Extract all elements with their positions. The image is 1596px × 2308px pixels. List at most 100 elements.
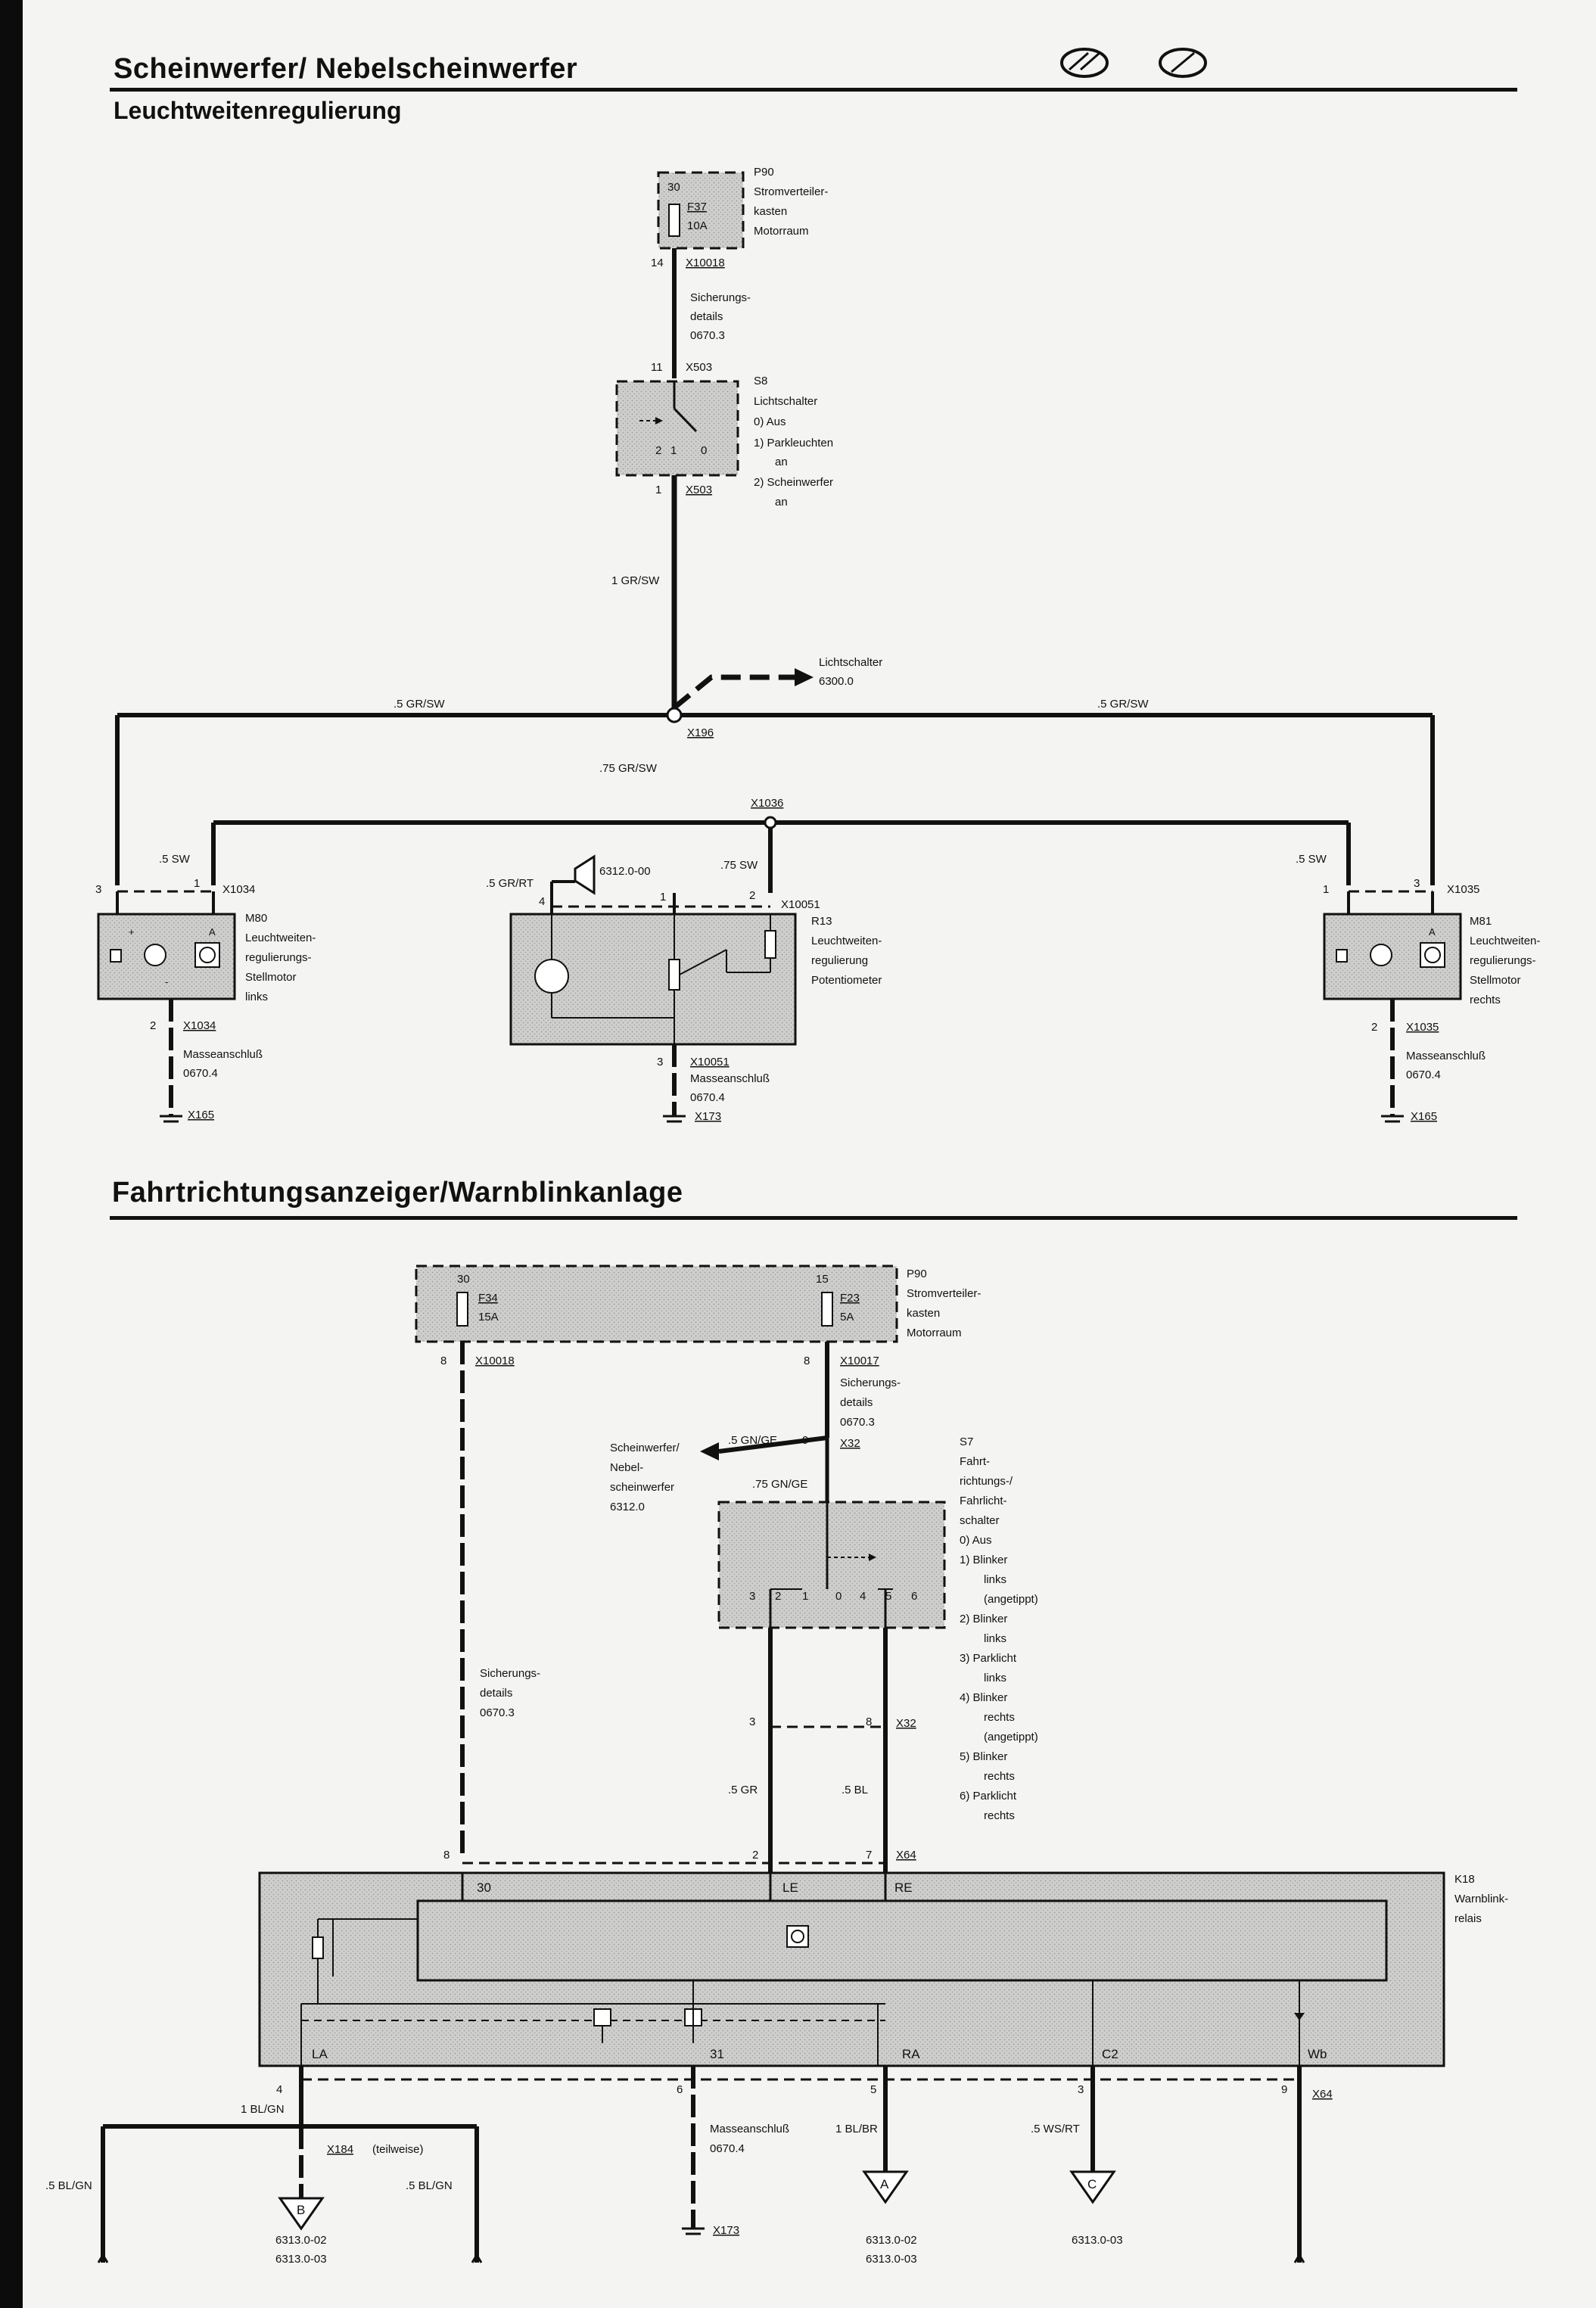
p90-desc: kasten bbox=[754, 205, 787, 218]
s8-option: an bbox=[775, 456, 788, 468]
connector-x1034-gnd: X1034 bbox=[183, 1019, 216, 1032]
m80-left-motor bbox=[97, 890, 236, 1000]
p90-desc: Motorraum bbox=[754, 225, 809, 238]
wire-label: 1 BL/GN bbox=[241, 2103, 285, 2116]
ground-ref: 0670.4 bbox=[1406, 1068, 1441, 1081]
s8-name: Lichtschalter bbox=[754, 395, 817, 408]
fuse-details-ref: details bbox=[480, 1687, 512, 1700]
fuse-f37-label: F37 bbox=[687, 201, 707, 213]
p90-id: P90 bbox=[907, 1268, 927, 1280]
s8-pos: 2 bbox=[655, 444, 661, 457]
page-title: Scheinwerfer/ Nebelscheinwerfer bbox=[114, 53, 578, 85]
fuse-details-ref: 0670.3 bbox=[690, 329, 725, 342]
connector-x10017: X10017 bbox=[840, 1355, 879, 1367]
s8-option: 1) Parkleuchten bbox=[754, 437, 833, 449]
wire-label: .5 SW bbox=[1296, 853, 1327, 866]
s8-pos: 0 bbox=[701, 444, 707, 457]
p90-fuse-box-top: 30 F37 10A P90 Stromverteiler- kasten Mo… bbox=[657, 166, 828, 250]
s7-desc: Fahrt- bbox=[960, 1455, 990, 1468]
nebel-ref: Scheinwerfer/ bbox=[610, 1442, 680, 1454]
connector-x32: X32 bbox=[840, 1437, 860, 1450]
right-output-wire-a bbox=[862, 2066, 909, 2204]
fuse-details-ref: 0670.3 bbox=[840, 1416, 875, 1429]
s7-option: links bbox=[984, 1573, 1006, 1586]
s7-pos: 1 bbox=[802, 1590, 808, 1603]
s7-option: links bbox=[984, 1672, 1006, 1684]
nebel-ref: Nebel- bbox=[610, 1461, 643, 1474]
p90-fuse-box-bottom bbox=[415, 1264, 898, 1343]
x64-pin: 3 bbox=[1078, 2083, 1084, 2096]
wire-label: .75 GR/SW bbox=[599, 762, 658, 775]
k18-terminal: 31 bbox=[710, 2047, 724, 2061]
m81-desc: Stellmotor bbox=[1470, 974, 1521, 987]
wire-label: .5 GR/SW bbox=[1097, 698, 1149, 711]
earth-x173: X173 bbox=[695, 1110, 721, 1123]
s7-option: 4) Blinker bbox=[960, 1691, 1007, 1704]
connector-x64: X64 bbox=[1312, 2088, 1333, 2101]
x64-pin: 9 bbox=[1281, 2083, 1287, 2096]
splice-x196: X196 bbox=[687, 726, 714, 739]
x64-pin: 4 bbox=[276, 2083, 282, 2096]
x32-pin: 9 bbox=[802, 1434, 808, 1447]
wire-label: .5 BL bbox=[842, 1784, 868, 1796]
left-output-wires bbox=[97, 2066, 483, 2263]
x32-pin: 8 bbox=[866, 1715, 872, 1728]
x64-pin: 5 bbox=[870, 2083, 876, 2096]
s7-desc: richtungs-/ bbox=[960, 1475, 1013, 1488]
m81-terminal: A bbox=[1429, 926, 1436, 938]
wire-label: .5 GR/RT bbox=[486, 877, 534, 890]
s7-option: rechts bbox=[984, 1711, 1015, 1724]
m80-desc: Stellmotor bbox=[245, 971, 297, 984]
s8-id: S8 bbox=[754, 375, 767, 387]
wire-label: .5 BL/GN bbox=[406, 2179, 453, 2192]
m80-terminal: - bbox=[165, 976, 168, 988]
lichtschalter-ref-arrow bbox=[672, 668, 814, 710]
earth-x165: X165 bbox=[1411, 1110, 1437, 1123]
x64-pin: 7 bbox=[866, 1849, 872, 1862]
connector-x184: X184 bbox=[327, 2143, 353, 2156]
fuse-details-ref: details bbox=[840, 1396, 873, 1409]
r13-id: R13 bbox=[811, 915, 832, 928]
splice-x1036: X1036 bbox=[751, 797, 783, 810]
header-rule bbox=[110, 88, 1517, 92]
s7-option: (angetippt) bbox=[984, 1593, 1038, 1606]
s7-desc: Fahrlicht- bbox=[960, 1495, 1007, 1507]
connector-x1035: X1035 bbox=[1447, 883, 1479, 896]
s7-desc: schalter bbox=[960, 1514, 1000, 1527]
wire-label: 1 BL/BR bbox=[835, 2123, 878, 2135]
k18-desc: relais bbox=[1454, 1912, 1482, 1925]
k18-terminal: Wb bbox=[1308, 2047, 1327, 2061]
s7-option: links bbox=[984, 1632, 1006, 1645]
ground-ref: 0670.4 bbox=[690, 1091, 725, 1104]
s7-option: 2) Blinker bbox=[960, 1613, 1007, 1625]
ref-6313: 6313.0-03 bbox=[1072, 2234, 1123, 2247]
nebel-ref: scheinwerfer bbox=[610, 1481, 674, 1494]
s7-pos: 4 bbox=[860, 1590, 866, 1603]
s8-pos: 1 bbox=[670, 444, 677, 457]
p90-terminal: 15 bbox=[816, 1273, 829, 1286]
x64-pin: 6 bbox=[677, 2083, 683, 2096]
k18-ground-wire bbox=[682, 2066, 705, 2235]
connector-x10018: X10018 bbox=[686, 257, 725, 269]
connector-x1034: X1034 bbox=[222, 883, 255, 896]
wire-label: .5 GR bbox=[728, 1784, 758, 1796]
fuse-f34-label: F34 bbox=[478, 1292, 498, 1305]
m80-terminal: + bbox=[129, 926, 135, 938]
m80-desc: links bbox=[245, 991, 268, 1003]
x10018-pin: 14 bbox=[651, 257, 664, 269]
x64-pin: 8 bbox=[443, 1849, 450, 1862]
connector-x503: X503 bbox=[686, 361, 712, 374]
x503-pin-bottom: 1 bbox=[655, 484, 661, 496]
m81-right-motor bbox=[1323, 890, 1462, 1000]
k18-terminal: RA bbox=[902, 2047, 920, 2061]
p90-terminal: 30 bbox=[457, 1273, 470, 1286]
m81-ground-wire bbox=[1381, 999, 1404, 1123]
m81-gnd-pin: 2 bbox=[1371, 1021, 1377, 1034]
ref-6313: 6313.0-03 bbox=[275, 2253, 327, 2266]
k18-terminal: 30 bbox=[477, 1880, 491, 1895]
connector-x10018: X10018 bbox=[475, 1355, 515, 1367]
x503-pin: 11 bbox=[651, 361, 663, 374]
s7-pos: 2 bbox=[775, 1590, 781, 1603]
wire-label: .75 SW bbox=[720, 859, 758, 872]
